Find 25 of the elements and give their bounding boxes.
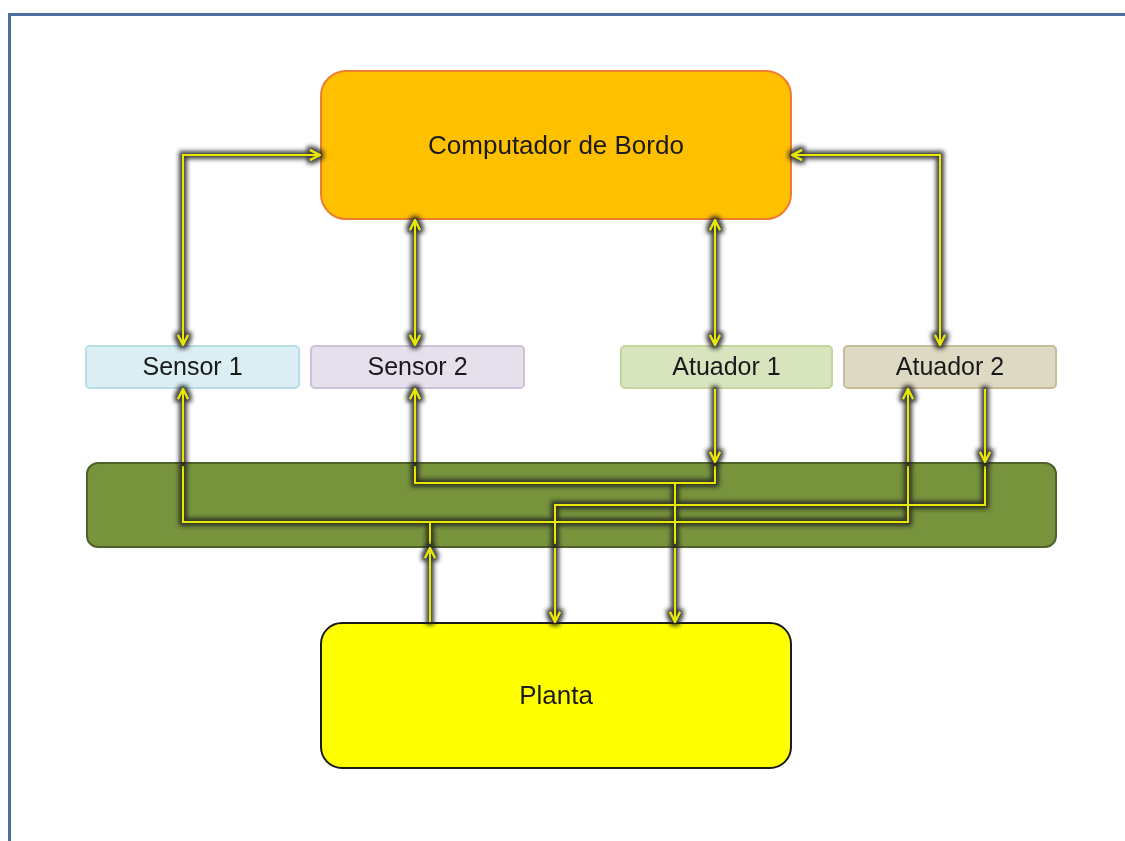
arrow xyxy=(791,149,946,346)
arrow xyxy=(177,388,189,463)
arrow xyxy=(709,388,721,463)
actuator-box xyxy=(620,345,833,389)
arrow xyxy=(669,547,681,623)
arrow xyxy=(549,547,561,623)
node-label: Atuador 1 xyxy=(672,351,781,383)
node-label: Computador de Bordo xyxy=(428,128,684,162)
actuator-box xyxy=(843,345,1057,389)
node-label: Atuador 2 xyxy=(895,351,1005,383)
node-label: Sensor 2 xyxy=(367,351,468,383)
arrow xyxy=(409,219,421,346)
sensor-box xyxy=(85,345,300,389)
arrow xyxy=(709,219,721,346)
arrow xyxy=(979,388,991,463)
node-label: Sensor 1 xyxy=(142,351,243,383)
bus-bar xyxy=(86,462,1057,548)
sensor-box xyxy=(310,345,525,389)
arrow xyxy=(902,388,914,463)
process-box xyxy=(320,70,792,220)
arrow xyxy=(409,388,421,463)
arrow xyxy=(424,547,436,623)
process-box xyxy=(320,622,792,769)
arrow xyxy=(177,149,321,346)
node-label: Planta xyxy=(519,679,593,712)
